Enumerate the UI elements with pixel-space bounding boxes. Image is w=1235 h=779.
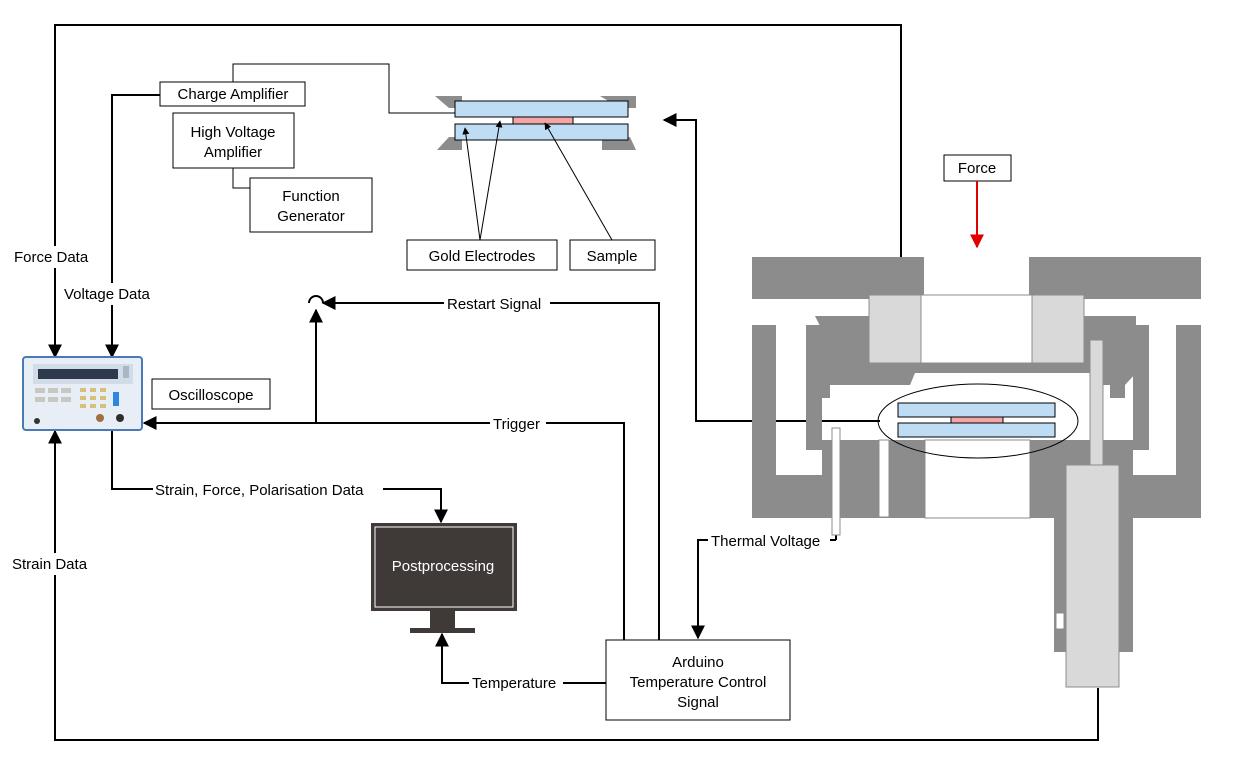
sample-pointer [544,122,613,241]
lower-support [822,440,1133,518]
voltage-data-label: Voltage Data [64,286,151,303]
arduino-label-1: Arduino [672,654,724,671]
oscilloscope-icon[interactable] [22,356,143,431]
force-indicator: Force [943,154,1012,249]
thermocouple-probe [831,427,841,536]
piston-center [920,294,1033,364]
wire-crossover-hop [308,295,324,304]
strain-data-label: Strain Data [12,556,88,573]
cell-top-electrode [897,402,1056,418]
cell-sample [950,416,1004,424]
cell-bottom-electrode [897,422,1056,438]
arduino-label-2: Temperature Control [630,674,767,691]
strain-force-polarisation-label: Strain, Force, Polarisation Data [155,482,364,499]
left-inner-wall [806,325,822,450]
guide-pin-left [878,439,890,518]
sample-highlight-ellipse [877,383,1079,459]
thermal-voltage-label: Thermal Voltage [711,533,820,550]
strain-sensor-clip [1055,612,1065,630]
sample-box: Sample [569,239,656,271]
function-generator-label-2: Generator [277,208,345,225]
top-crossbar-right [1029,257,1201,299]
charge-amplifier-box: Charge Amplifier [159,81,306,107]
gold-electrodes-label: Gold Electrodes [429,248,536,265]
arduino-box: Arduino Temperature Control Signal [605,639,791,721]
force-data-wire [48,24,902,359]
sample-layer [512,116,574,125]
voltage-data-wire [105,94,160,359]
postprocessing-monitor[interactable]: Postprocessing [371,523,517,633]
amp-wire-bottom [232,168,250,189]
strain-sensor-rod [1089,339,1104,471]
lower-piston-center [924,439,1031,519]
sample-link-wire [662,113,880,422]
function-generator-label-1: Function [282,188,340,205]
left-outer-wall [752,325,776,475]
sample-label: Sample [587,248,638,265]
load-cell-right [1031,294,1085,364]
gold-electrodes-box: Gold Electrodes [406,239,558,271]
osc-to-postprocessing-wire [111,431,448,524]
oscilloscope-label: Oscilloscope [168,387,253,404]
electrode-detail [435,96,636,241]
right-base [1133,475,1201,518]
restart-signal-label: Restart Signal [447,296,541,313]
temperature-label: Temperature [472,675,556,692]
trigger-label: Trigger [493,416,540,433]
gold-electrode-pointer-2 [479,120,503,241]
high-voltage-amplifier-box: High Voltage Amplifier [172,112,295,169]
strain-sensor-body [1065,464,1120,688]
strain-data-wire [48,429,1099,741]
load-cell-left [868,294,922,364]
amp-wire-top [232,63,455,114]
bottom-electrode-plate [454,123,629,141]
hv-amplifier-label-1: High Voltage [190,124,275,141]
function-generator-box: Function Generator [249,177,373,233]
thermal-voltage-wire [691,539,836,640]
force-data-label: Force Data [14,249,89,266]
arduino-label-3: Signal [677,694,719,711]
postprocessing-label: Postprocessing [392,558,495,575]
force-label: Force [958,160,996,177]
trigger-wire [142,416,625,640]
charge-amplifier-label: Charge Amplifier [178,86,289,103]
top-crossbar-left [752,257,924,299]
gold-electrode-pointer-1 [462,127,481,241]
pressure-cell [752,257,1201,688]
oscilloscope-box: Oscilloscope [151,378,271,410]
top-electrode-plate [454,100,629,118]
right-inner-wall [1133,325,1149,450]
right-outer-wall [1176,325,1201,475]
restart-signal-wire [321,296,660,640]
left-base [752,475,822,518]
hv-amplifier-label-2: Amplifier [204,144,262,161]
